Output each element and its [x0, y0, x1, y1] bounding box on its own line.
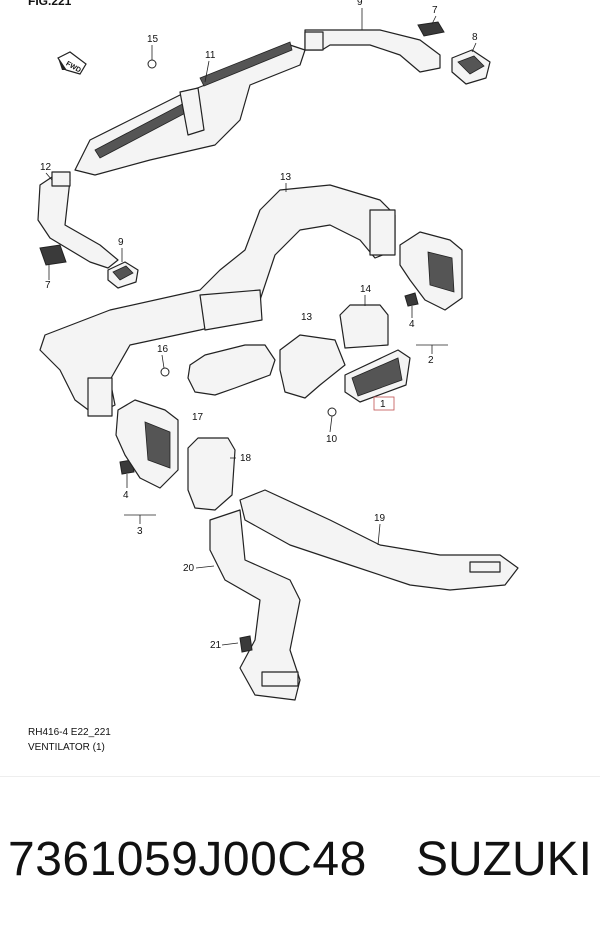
- part-11-duct: [37, 171, 119, 269]
- part-17-screw: [147, 59, 157, 69]
- callout-1: 1: [380, 399, 386, 410]
- callout-5: 8: [472, 32, 478, 43]
- callout-6: 9: [118, 237, 124, 248]
- exploded-parts-diagram: FWD: [37, 0, 519, 701]
- part-number: 7361059J00C48: [8, 833, 367, 886]
- part-7-clip-left: [39, 244, 67, 266]
- callout-2: 2: [428, 355, 434, 366]
- part-16-screw: [160, 367, 170, 377]
- part-20-floor-duct: [209, 509, 301, 701]
- part-15-duct: [187, 344, 276, 396]
- part-6-vent: [107, 261, 139, 289]
- callout-14: 14: [360, 284, 372, 295]
- brand-name: SUZUKI: [416, 833, 593, 886]
- callout-13: 13: [301, 312, 313, 323]
- callout-7-left: 7: [45, 280, 51, 291]
- part-9-upper-duct: [74, 41, 306, 176]
- part-13-duct: [279, 334, 346, 399]
- callout-15: 17: [192, 412, 204, 423]
- callout-7-top: 7: [432, 5, 438, 16]
- callout-4-left: 4: [123, 490, 129, 501]
- callout-19: 19: [374, 513, 386, 524]
- callout-17: 15: [147, 34, 159, 45]
- callout-11: 12: [40, 162, 52, 173]
- callout-16: 16: [157, 344, 169, 355]
- part-4-clip-right: [404, 292, 419, 307]
- part-2-right-vent: [399, 231, 463, 311]
- callout-10: 9: [357, 0, 363, 8]
- divider: [0, 776, 600, 777]
- part-3-left-vent: [115, 399, 179, 489]
- callout-4-right: 4: [409, 319, 415, 330]
- figure-code: RH416-4 E22_221: [28, 727, 111, 738]
- part-18-duct: [187, 437, 236, 511]
- callout-21: 21: [210, 640, 222, 651]
- callout-9: 11: [205, 50, 216, 61]
- figure-title: VENTILATOR (1): [28, 742, 105, 753]
- part-19-floor-duct: [239, 489, 519, 591]
- part-14-connector: [339, 304, 389, 349]
- callout-20: 20: [183, 563, 195, 574]
- part-12-main-duct: [39, 184, 396, 417]
- part-10-duct: [304, 29, 441, 73]
- fwd-arrow-icon: FWD: [57, 51, 87, 75]
- callout-3: 3: [137, 526, 143, 537]
- figure-label: FIG.221: [28, 0, 72, 8]
- part-7-clip-top: [417, 21, 445, 37]
- part-8-screw: [327, 407, 337, 417]
- callout-12: 13: [280, 172, 292, 183]
- part-21-clip: [239, 635, 253, 653]
- callout-18: 18: [240, 453, 252, 464]
- part-5-vent: [451, 49, 491, 85]
- part-1-center-vent: [344, 349, 411, 403]
- callout-8: 10: [326, 434, 338, 445]
